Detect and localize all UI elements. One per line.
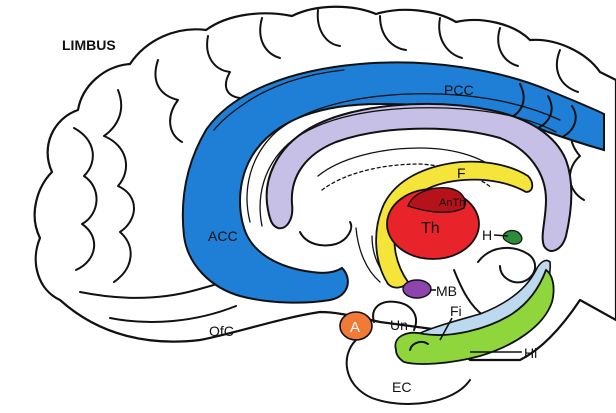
label-ofc: OfC: [209, 323, 234, 339]
label-th: Th: [421, 220, 440, 237]
label-acc: ACC: [208, 228, 238, 244]
label-f: F: [457, 165, 466, 181]
label-un: Un: [390, 317, 408, 333]
label-ec: EC: [392, 379, 411, 395]
mammillary-body: [403, 280, 431, 298]
label-anth: AnTh: [439, 197, 465, 209]
label-hi: Hi: [524, 345, 537, 361]
diagram-title: LIMBUS: [62, 37, 116, 53]
label-pcc: PCC: [444, 82, 474, 98]
label-a: A: [350, 319, 360, 336]
label-fi: Fi: [450, 303, 462, 319]
label-mb: MB: [436, 283, 457, 299]
h-leader: [494, 235, 508, 236]
label-h: H: [482, 227, 492, 243]
